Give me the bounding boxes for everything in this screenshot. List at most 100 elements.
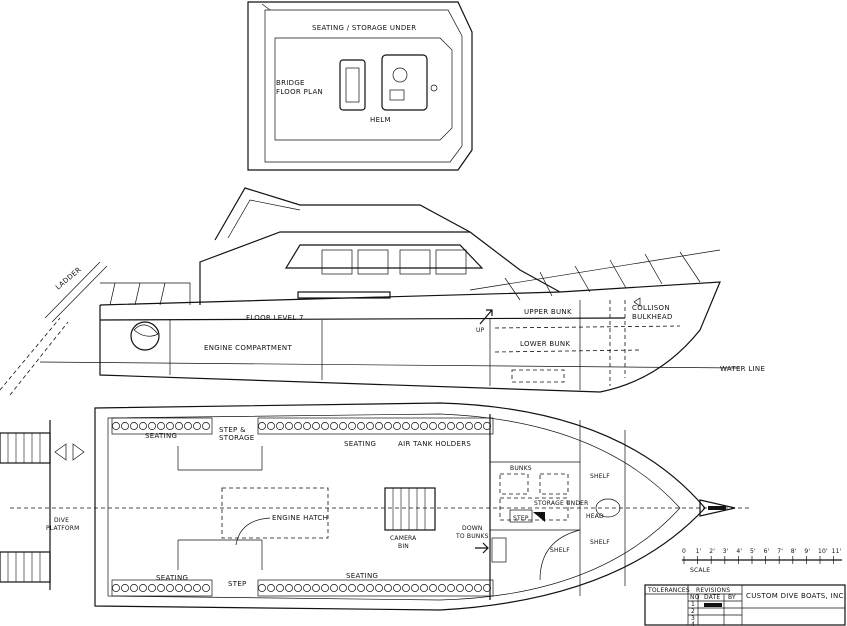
head-label: HEAD	[586, 513, 604, 520]
tolerances-label: TOLERANCES	[647, 587, 690, 594]
no-label: NO	[690, 594, 700, 601]
tank-holder-circle	[202, 422, 210, 430]
platform-slats	[7, 433, 41, 582]
tank-holder-circle	[294, 584, 302, 592]
tank-holder-circle	[312, 584, 320, 592]
tank-holder-circle	[339, 584, 347, 592]
tank-holder-circle	[402, 422, 410, 430]
bunks-label: BUNKS	[510, 465, 532, 472]
deck-inner-outline	[107, 413, 681, 601]
bridge-title-line2: FLOOR PLAN	[276, 88, 323, 96]
storage-box	[511, 369, 565, 383]
air-tank-holders-label: AIR TANK HOLDERS	[398, 440, 471, 448]
aft-rail	[100, 282, 191, 306]
dive-platform-label-line2: PLATFORM	[46, 525, 80, 532]
up-arrow-icon	[479, 309, 493, 325]
lower-bunk-label: LOWER BUNK	[520, 340, 570, 348]
tank-holder-circle	[474, 422, 482, 430]
tank-holder-circle	[321, 422, 329, 430]
scale-label: SCALE	[690, 567, 710, 574]
tank-holder-circle	[121, 422, 129, 430]
seating-aft-bottom-label: SEATING	[156, 574, 188, 582]
camera-bin-label-line2: BIN	[398, 543, 409, 550]
helm-console	[381, 54, 428, 111]
tank-holder-circle	[130, 584, 138, 592]
sheer-line	[99, 317, 626, 321]
step-small-label: STEP	[513, 515, 529, 522]
rev-row-2: 2	[691, 608, 695, 615]
date-label: DATE	[704, 594, 720, 601]
ladder-dashed	[0, 317, 69, 396]
storage-under-box	[499, 497, 569, 521]
helm-throttle-icon	[430, 84, 438, 92]
title-block-date-fill	[704, 603, 722, 607]
tank-holder-circle	[157, 422, 165, 430]
tank-holder-circle	[112, 584, 120, 592]
down-to-bunks-label-line1: DOWN	[462, 525, 483, 532]
tank-holder-circle	[366, 422, 374, 430]
tank-holder-circle	[465, 584, 473, 592]
tank-holder-circle	[384, 584, 392, 592]
tank-holder-circle	[303, 422, 311, 430]
scale-tick-label: 6'	[764, 548, 770, 555]
tank-holder-circle	[384, 422, 392, 430]
deck-plan: SEATING STEP & STORAGE SEATING AIR TANK …	[0, 402, 750, 611]
tank-holder-circle	[303, 584, 311, 592]
tank-holder-circle	[276, 584, 284, 592]
tank-holder-circle	[393, 422, 401, 430]
tank-holder-circle	[438, 422, 446, 430]
tank-holder-circle	[321, 584, 329, 592]
tank-holder-circle	[456, 584, 464, 592]
tank-holder-circle	[402, 584, 410, 592]
tank-holder-circle	[267, 422, 275, 430]
bow-pulpit	[699, 499, 736, 517]
platform-arrow-left-icon	[54, 443, 67, 461]
scale-tick-label: 10'	[818, 548, 828, 555]
tank-holder-circle	[285, 584, 293, 592]
down-arrow-icon	[475, 542, 489, 554]
tank-row-bottom-mid	[257, 579, 494, 597]
bridge-inner-outline	[264, 9, 463, 163]
bunk-box-1	[499, 473, 529, 495]
tank-holder-circle	[148, 584, 156, 592]
tank-holder-circle	[258, 584, 266, 592]
tank-holder-circle	[202, 584, 210, 592]
tank-row-top-mid	[257, 417, 494, 435]
bridge-title-line1: BRIDGE	[276, 79, 305, 87]
tank-holder-circle	[330, 422, 338, 430]
tank-holder-circle	[294, 422, 302, 430]
step-storage-label-line2: STORAGE	[219, 434, 254, 442]
tank-holder-circle	[366, 584, 374, 592]
steering-wheel-icon	[392, 67, 408, 83]
revisions-label: REVISIONS	[696, 587, 730, 594]
tank-holder-circle	[348, 584, 356, 592]
tank-holder-circle	[348, 422, 356, 430]
tank-holder-circle	[330, 584, 338, 592]
tank-holder-circle	[465, 422, 473, 430]
shelf-bottom-right-label: SHELF	[590, 539, 610, 546]
rev-row-1: 1	[691, 601, 695, 608]
tank-holder-circle	[285, 422, 293, 430]
rev-row-4: 4	[691, 621, 695, 626]
tank-holder-circle	[258, 422, 266, 430]
tank-holder-circle	[447, 584, 455, 592]
tank-holder-circle	[175, 584, 183, 592]
tank-holder-circle	[193, 422, 201, 430]
flybridge-rail	[227, 199, 301, 239]
engine-compartment-label: ENGINE COMPARTMENT	[204, 344, 292, 352]
cabin-windows-band	[284, 244, 484, 269]
collison-label-line1: COLLISON	[632, 304, 670, 312]
engine-hatch-label: ENGINE HATCH	[272, 514, 328, 522]
tank-holder-circle	[357, 584, 365, 592]
camera-bin	[384, 487, 436, 531]
engine-hatch	[221, 487, 329, 539]
tank-holder-circle	[393, 584, 401, 592]
scale-tick-label: 5'	[750, 548, 756, 555]
rev-row-3: 3	[691, 615, 695, 622]
tank-holder-circle	[375, 584, 383, 592]
company-label: CUSTOM DIVE BOATS, INC.	[746, 592, 846, 600]
tank-holder-circle	[429, 584, 437, 592]
floor-level-label: FLOOR LEVEL 7	[246, 314, 304, 322]
